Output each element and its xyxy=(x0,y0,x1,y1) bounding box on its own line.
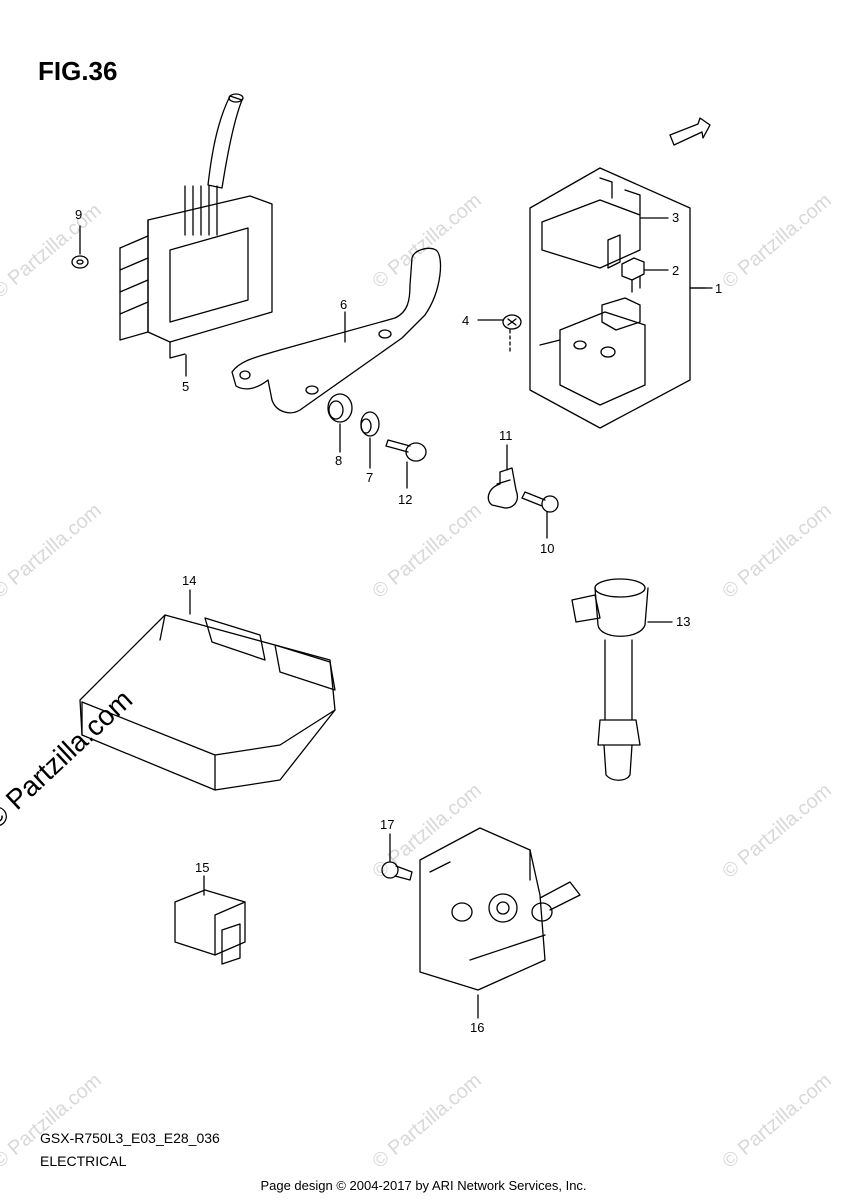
callout-8: 8 xyxy=(335,453,343,468)
part-6-bracket xyxy=(231,247,442,414)
callout-11: 11 xyxy=(499,428,513,443)
callout-1: 1 xyxy=(715,281,723,296)
fwd-arrow-icon xyxy=(669,117,711,146)
part-16-sensor-unit xyxy=(419,827,581,991)
model-code: GSX-R750L3_E03_E28_036 xyxy=(40,1130,220,1146)
part-8-grommet xyxy=(327,393,353,423)
part-1-relay-assembly xyxy=(529,167,707,429)
callout-2: 2 xyxy=(672,263,680,278)
callout-5: 5 xyxy=(182,379,190,394)
part-17-bolt xyxy=(381,861,413,881)
callout-14: 14 xyxy=(182,573,197,588)
part-10-bolt xyxy=(521,491,559,513)
callout-10: 10 xyxy=(540,541,555,556)
callout-9: 9 xyxy=(75,207,83,222)
part-5-regulator xyxy=(119,93,273,359)
leaders-1-2-3 xyxy=(639,217,713,289)
callout-12: 12 xyxy=(398,492,413,507)
callout-7: 7 xyxy=(366,470,374,485)
callout-16: 16 xyxy=(470,1020,485,1035)
callout-13: 13 xyxy=(676,614,691,629)
part-12-bolt xyxy=(385,439,427,462)
part-7-collar xyxy=(360,411,380,437)
section-name: ELECTRICAL xyxy=(40,1153,127,1169)
part-11-clamp xyxy=(487,467,519,509)
part-4-screw xyxy=(502,314,522,353)
callout-4: 4 xyxy=(462,313,470,328)
part-15-connector xyxy=(174,889,246,965)
callout-3: 3 xyxy=(672,210,680,225)
part-14-ecm xyxy=(79,614,336,791)
part-9-nut xyxy=(71,255,89,269)
part-13-ignition-coil xyxy=(571,578,649,781)
footer-credit: Page design © 2004-2017 by ARI Network S… xyxy=(260,1178,587,1193)
callout-6: 6 xyxy=(340,297,348,312)
callout-17: 17 xyxy=(380,817,395,832)
callout-15: 15 xyxy=(195,860,210,875)
figure-title: FIG.36 xyxy=(38,56,118,86)
